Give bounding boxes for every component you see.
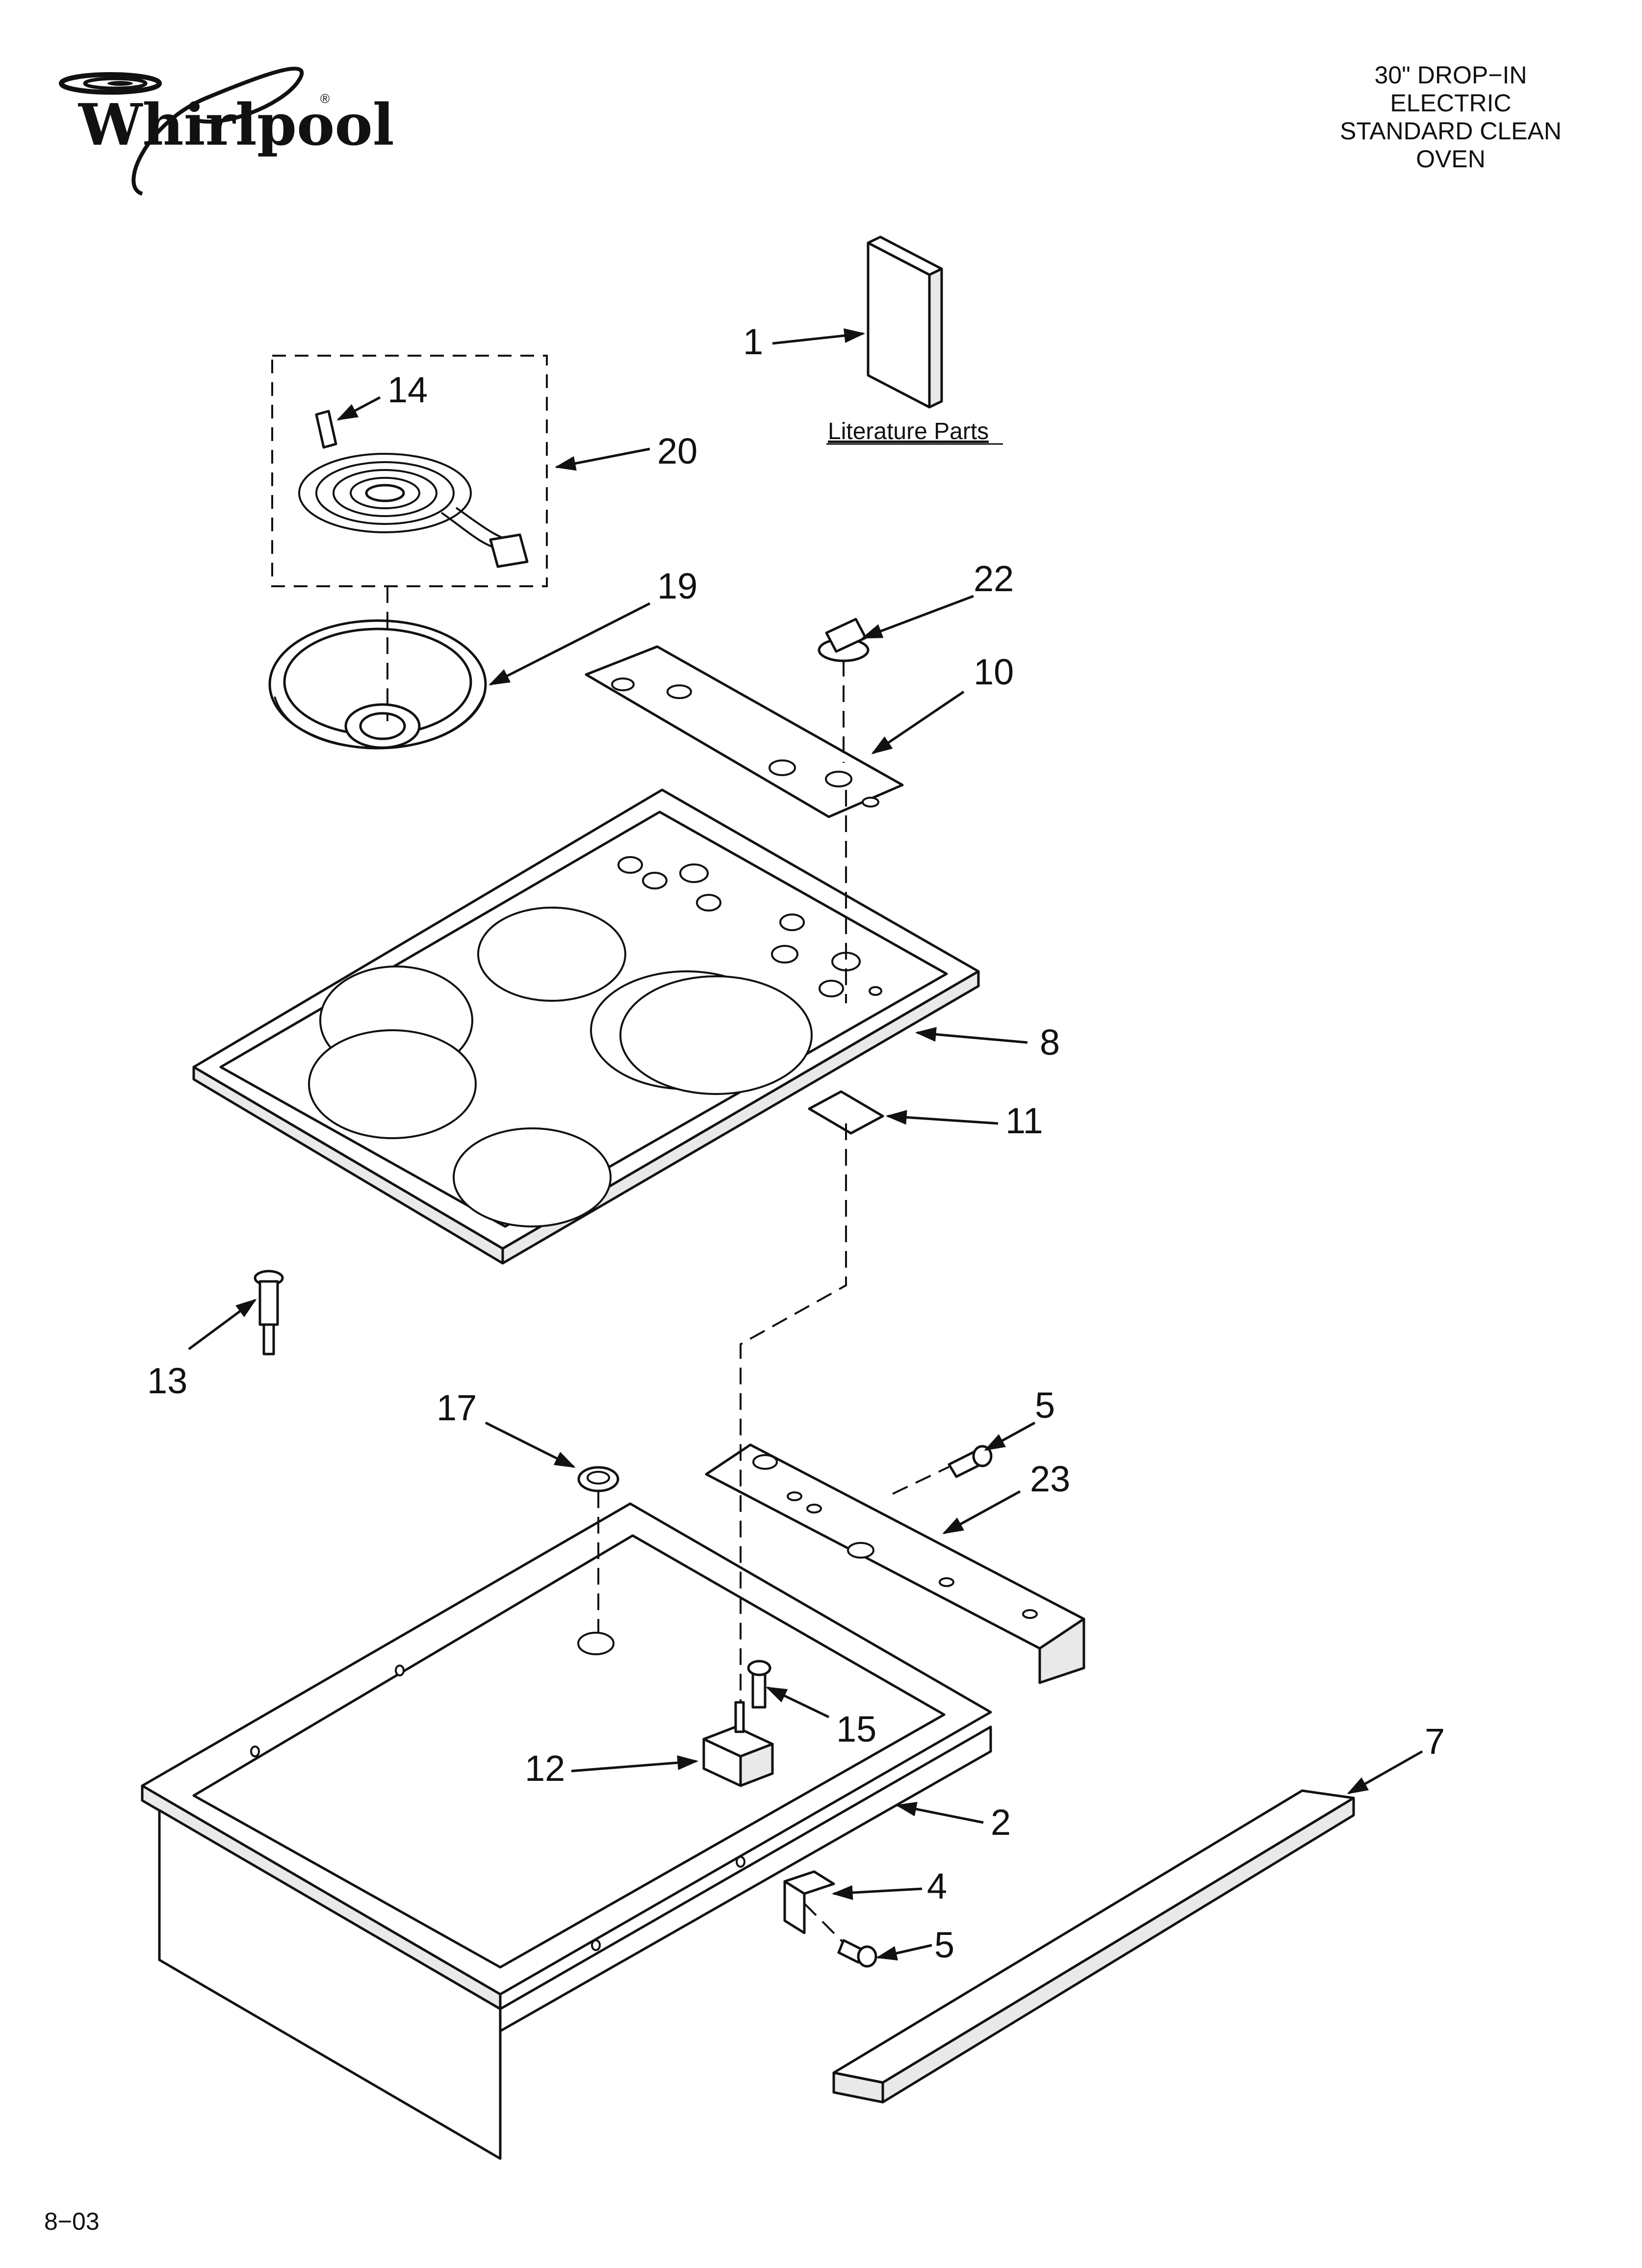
callout-4: 4 xyxy=(927,1866,947,1906)
burner-opening-back-right xyxy=(619,975,813,1095)
model-title-block: 30" DROP−IN ELECTRIC STANDARD CLEAN OVEN xyxy=(1340,61,1562,173)
callout-14: 14 xyxy=(387,369,428,410)
arrow-icon xyxy=(1347,1750,1423,1795)
callout-8: 8 xyxy=(1040,1022,1060,1063)
arrow-icon xyxy=(766,1686,830,1719)
callout-2: 2 xyxy=(991,1802,1011,1843)
indicator-light xyxy=(254,1270,284,1356)
insulator-plate xyxy=(808,1090,884,1135)
literature-booklet xyxy=(867,235,943,409)
swirl-icon xyxy=(59,67,304,196)
grommet xyxy=(577,1466,619,1492)
element-clip xyxy=(315,410,337,449)
callout-23: 23 xyxy=(1030,1459,1070,1499)
arrow-icon xyxy=(895,1801,984,1824)
arrow-icon xyxy=(571,1755,699,1773)
drip-bowl xyxy=(268,619,487,750)
arrow-icon xyxy=(488,602,651,686)
callout-20: 20 xyxy=(657,431,697,471)
burner-opening-front-right xyxy=(453,1127,612,1227)
arrow-icon xyxy=(772,328,866,345)
control-panel-overlay xyxy=(585,645,904,818)
brand-logo: Whirlpool ® xyxy=(59,67,394,196)
cooktop-support-frame xyxy=(141,1502,992,2160)
callout-15: 15 xyxy=(836,1709,876,1749)
mounting-clip xyxy=(783,1870,835,1934)
element-assembly-box xyxy=(271,355,548,587)
control-knob xyxy=(818,618,870,662)
title-line-3: STANDARD CLEAN xyxy=(1340,117,1562,145)
burner-opening-back-left xyxy=(477,907,626,1002)
arrow-icon xyxy=(942,1490,1021,1535)
arrow-icon xyxy=(861,595,974,639)
trim-strip xyxy=(832,1789,1355,2104)
arrow-icon xyxy=(188,1299,257,1351)
alignment-line-screw xyxy=(892,1466,949,1495)
screw-lower xyxy=(837,1939,877,1968)
arrow-icon xyxy=(885,1110,999,1125)
title-line-1: 30" DROP−IN xyxy=(1375,61,1527,89)
callout-19: 19 xyxy=(657,566,697,606)
arrow-icon xyxy=(871,690,965,755)
callout-5-upper: 5 xyxy=(1035,1385,1055,1426)
callout-11: 11 xyxy=(1005,1100,1043,1141)
infinite-switch xyxy=(702,1701,774,1787)
page-code: 8−03 xyxy=(44,2208,100,2235)
callout-12: 12 xyxy=(525,1748,565,1789)
callout-7: 7 xyxy=(1425,1721,1445,1762)
arrow-icon xyxy=(831,1885,923,1900)
callout-17: 17 xyxy=(436,1387,477,1428)
callout-22: 22 xyxy=(974,558,1014,599)
brand-wordmark: Whirlpool xyxy=(77,92,394,158)
title-line-2: ELECTRIC xyxy=(1390,89,1511,117)
title-line-4: OVEN xyxy=(1416,145,1486,173)
surface-element-coil xyxy=(298,453,529,568)
trademark-mark: ® xyxy=(320,91,330,106)
literature-parts-label: Literature Parts xyxy=(828,418,989,444)
alignment-line-clip xyxy=(803,1903,845,1944)
screw-upper xyxy=(948,1445,993,1478)
arrow-icon xyxy=(336,396,381,421)
burner-opening-front-left xyxy=(308,1029,477,1139)
callout-10: 10 xyxy=(974,652,1014,692)
callout-1: 1 xyxy=(743,321,763,362)
arrow-icon xyxy=(915,1027,1028,1044)
arrow-icon xyxy=(984,1421,1036,1451)
arrow-icon xyxy=(875,1944,932,1961)
control-mounting-bracket xyxy=(705,1443,1085,1684)
callout-13: 13 xyxy=(147,1360,187,1401)
callout-5-lower: 5 xyxy=(934,1925,954,1965)
screw-switch xyxy=(747,1660,771,1709)
arrow-icon xyxy=(554,447,650,471)
alignment-line-switch xyxy=(740,1123,847,1702)
arrow-icon xyxy=(485,1421,576,1468)
